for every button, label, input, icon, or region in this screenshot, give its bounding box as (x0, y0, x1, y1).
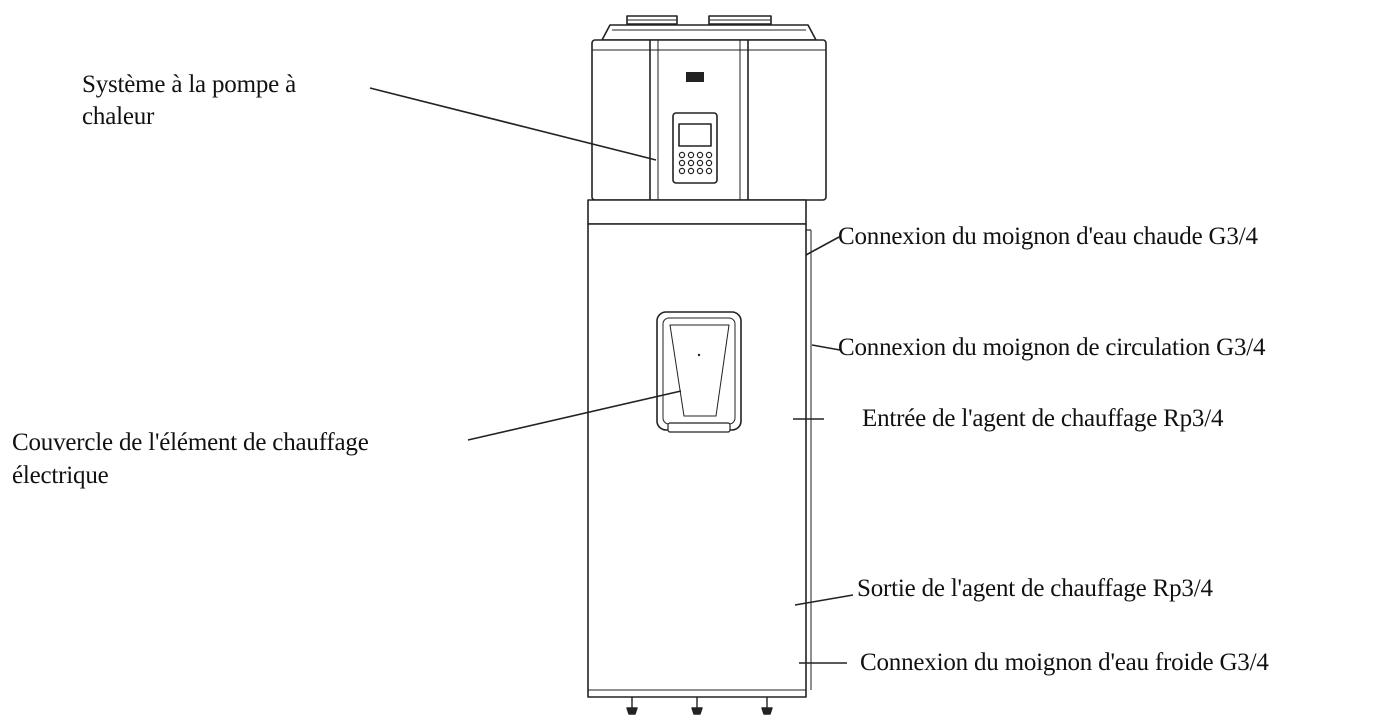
leader-hot-water (805, 236, 840, 256)
label-heating-outlet: Sortie de l'agent de chauffage Rp3/4 (857, 575, 1213, 602)
tank-feet (626, 697, 773, 715)
leader-heater-cover (467, 390, 682, 441)
top-grille-right (708, 15, 772, 25)
label-heating-inlet: Entrée de l'agent de chauffage Rp3/4 (862, 405, 1224, 432)
label-hot-water-connection: Connexion du moignon d'eau chaude G3/4 (838, 223, 1258, 250)
label-heater-cover-line2: électrique (12, 462, 109, 489)
label-circulation-connection: Connexion du moignon de circulation G3/4 (838, 334, 1266, 361)
storage-tank (587, 199, 812, 698)
brand-logo (686, 72, 704, 82)
control-display (678, 123, 712, 147)
heater-cover (656, 311, 742, 433)
leader-heat-pump (369, 87, 657, 161)
label-cold-water-connection: Connexion du moignon d'eau froide G3/4 (860, 649, 1269, 676)
leader-heating-outlet (794, 594, 854, 606)
label-heater-cover-line1: Couvercle de l'élément de chauffage (12, 429, 369, 456)
control-keypad (678, 151, 713, 175)
top-grille-left (626, 15, 678, 25)
label-heat-pump-line1: Système à la pompe à (82, 71, 296, 98)
heat-pump-unit (591, 24, 827, 201)
label-heat-pump-line2: chaleur (82, 103, 155, 130)
leader-circulation (811, 344, 841, 351)
